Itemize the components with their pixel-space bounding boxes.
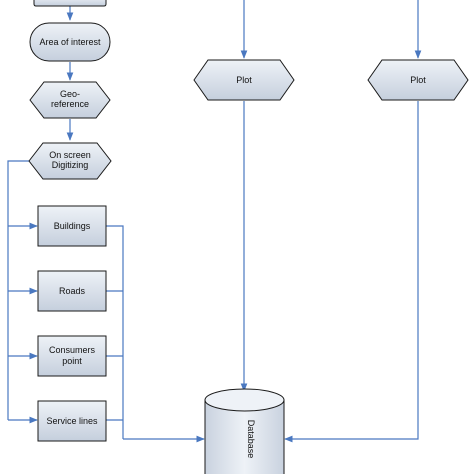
roads-node: Roads <box>37 270 107 312</box>
edge-buildings-to-db <box>106 225 124 439</box>
georeference-label-line1: Geo- <box>60 89 80 99</box>
top-process-box <box>33 0 107 7</box>
buildings-label: Buildings <box>54 221 91 231</box>
service-lines-label: Service lines <box>46 416 98 426</box>
digitizing-label-line2: Digitizing <box>52 160 89 170</box>
georeference-label-line2: reference <box>51 99 89 109</box>
buildings-node: Buildings <box>37 205 107 247</box>
georeference-node: Geo- reference <box>29 81 111 119</box>
plot-left-label: Plot <box>236 75 252 85</box>
area-of-interest-label: Area of interest <box>39 37 101 47</box>
plot-left-node: Plot <box>193 59 295 101</box>
consumers-point-label-line2: point <box>62 356 82 366</box>
consumers-point-label-line1: Consumers <box>49 345 96 355</box>
digitizing-label-line1: On screen <box>49 150 91 160</box>
connectors <box>7 0 422 443</box>
database-label: Database <box>246 420 256 459</box>
area-of-interest-node: Area of interest <box>29 22 111 62</box>
consumers-point-node: Consumers point <box>37 335 107 377</box>
roads-label: Roads <box>59 286 86 296</box>
edge-digitizing-bus <box>7 160 30 420</box>
service-lines-node: Service lines <box>37 400 107 442</box>
plot-right-label: Plot <box>410 75 426 85</box>
plot-right-node: Plot <box>367 59 469 101</box>
database-node: Database <box>204 388 285 474</box>
edge-plot-right-to-database <box>284 101 419 443</box>
on-screen-digitizing-node: On screen Digitizing <box>28 142 112 180</box>
